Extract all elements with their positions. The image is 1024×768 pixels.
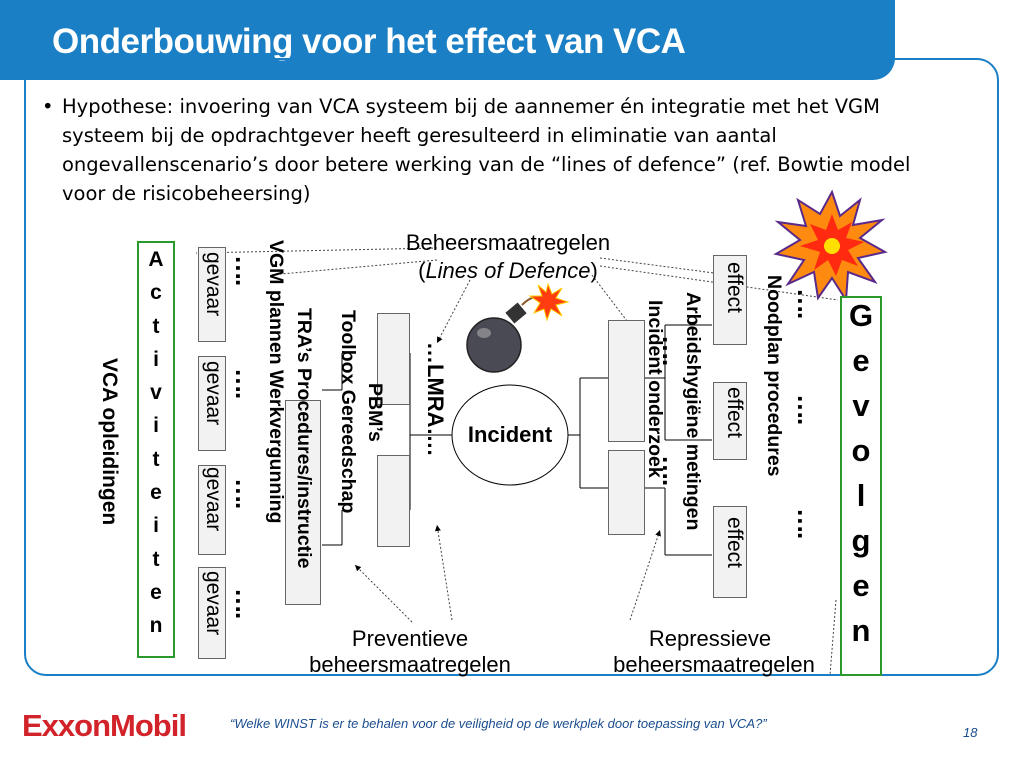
activiteiten-letter: A	[148, 248, 164, 271]
defence-title: Beheersmaatregelen	[405, 230, 611, 255]
tra-procedures-label: TRA’s Procedures/instructie	[293, 308, 315, 569]
activiteiten-letter: t	[152, 547, 160, 571]
activiteiten-letter: e	[150, 481, 162, 505]
incident-onderzoek-label: Incident onderzoek	[644, 300, 666, 478]
incident-label: Incident	[467, 422, 553, 447]
content-frame	[24, 58, 999, 676]
gevaar-box	[198, 247, 226, 342]
pbm-label: PBM’s	[364, 383, 386, 442]
gevolgen-letter: e	[852, 568, 870, 603]
effect-box	[713, 506, 747, 598]
dotted-line	[829, 599, 837, 676]
activiteiten-letter: e	[150, 580, 162, 604]
page-number: 18	[963, 725, 978, 740]
gevaar-box	[198, 356, 226, 451]
footer-quote: “Welke WINST is er te behalen voor de ve…	[230, 716, 767, 731]
activiteiten-letter: c	[150, 281, 162, 305]
ellipsis: ….	[657, 335, 687, 365]
lmra-label: …LMRA….	[423, 342, 448, 456]
ellipsis: ….	[792, 394, 822, 424]
barrier-box	[608, 450, 645, 535]
gevolgen-letter: G	[848, 298, 874, 333]
repressive-caption-line2: beheersmaatregelen	[613, 652, 815, 677]
ellipsis: ….	[230, 255, 260, 285]
hypothesis-text: Hypothese: invoering van VCA systeem bij…	[62, 95, 911, 205]
toolbox-gereedschap-label: Toolbox Gereedschap	[337, 310, 359, 514]
gevolgen-letter: l	[856, 478, 866, 513]
ellipsis: ….	[657, 455, 687, 485]
ellipsis: ….	[230, 368, 260, 398]
dotted-arrow	[591, 274, 641, 339]
ellipsis: ….	[230, 478, 260, 508]
vca-opleidingen-label: VCA opleidingen	[98, 358, 121, 526]
hypothesis-bullet: • Hypothese: invoering van VCA systeem b…	[42, 92, 952, 208]
vgm-werkvergunning-label: VGM plannen Werkvergunning	[265, 240, 287, 524]
barrier-box	[377, 455, 410, 547]
dotted-arrow	[354, 564, 413, 623]
defence-subtitle: (Lines of Defence)	[418, 258, 598, 283]
preventive-caption-line1: Preventieve	[351, 626, 469, 651]
barrier-box	[285, 400, 321, 605]
gevolgen-box	[840, 296, 882, 676]
ellipsis: ….	[792, 508, 822, 538]
explosion-icon	[773, 189, 888, 304]
barrier-box	[377, 313, 410, 405]
exxonmobil-logo: ExxonMobil	[22, 708, 187, 743]
incident-ellipse	[451, 384, 569, 486]
noodplan-label: Noodplan procedures	[763, 275, 785, 477]
gevaar-label: gevaar	[202, 361, 225, 426]
gevolgen-letter: v	[852, 388, 870, 423]
dotted-line	[599, 257, 715, 274]
repressive-caption-line1: Repressieve	[648, 626, 772, 651]
gevolgen-letter: e	[852, 343, 870, 378]
activiteiten-box	[137, 241, 175, 658]
effect-box	[713, 255, 747, 345]
gevaar-box	[198, 465, 226, 555]
effect-label: effect	[723, 387, 746, 438]
activiteiten-letter: i	[153, 414, 159, 438]
preventive-caption-line2: beheersmaatregelen	[309, 652, 511, 677]
barrier-box	[608, 320, 645, 442]
arbeidshygiene-label: Arbeidshygiëne metingen	[682, 292, 704, 531]
activiteiten-letter: n	[149, 614, 163, 638]
bomb-icon	[466, 282, 570, 373]
ellipsis: ….	[230, 588, 260, 618]
gevolgen-letter: n	[851, 613, 871, 648]
ellipsis: ….	[792, 288, 822, 318]
dotted-arrow	[434, 524, 453, 621]
gevaar-label: gevaar	[202, 467, 225, 532]
gevolgen-letter: g	[851, 523, 871, 558]
dotted-arrow	[629, 529, 661, 621]
activiteiten-letter: t	[152, 314, 160, 338]
activiteiten-letter: i	[153, 514, 159, 538]
gevaar-label: gevaar	[202, 252, 225, 317]
gevolgen-letter: o	[851, 433, 871, 468]
bullet-dot: •	[42, 95, 54, 118]
effect-label: effect	[723, 517, 746, 568]
gevaar-box	[198, 567, 226, 659]
title-bar	[0, 0, 895, 80]
activiteiten-letter: v	[150, 381, 162, 405]
gevaar-label: gevaar	[202, 571, 225, 636]
effect-box	[713, 382, 747, 460]
activiteiten-letter: t	[152, 447, 160, 471]
dotted-arrow	[436, 279, 471, 344]
effect-label: effect	[723, 262, 746, 313]
activiteiten-letter: i	[153, 347, 159, 371]
slide-title: Onderbouwing voor het effect van VCA	[52, 22, 686, 61]
dotted-line	[195, 247, 438, 254]
